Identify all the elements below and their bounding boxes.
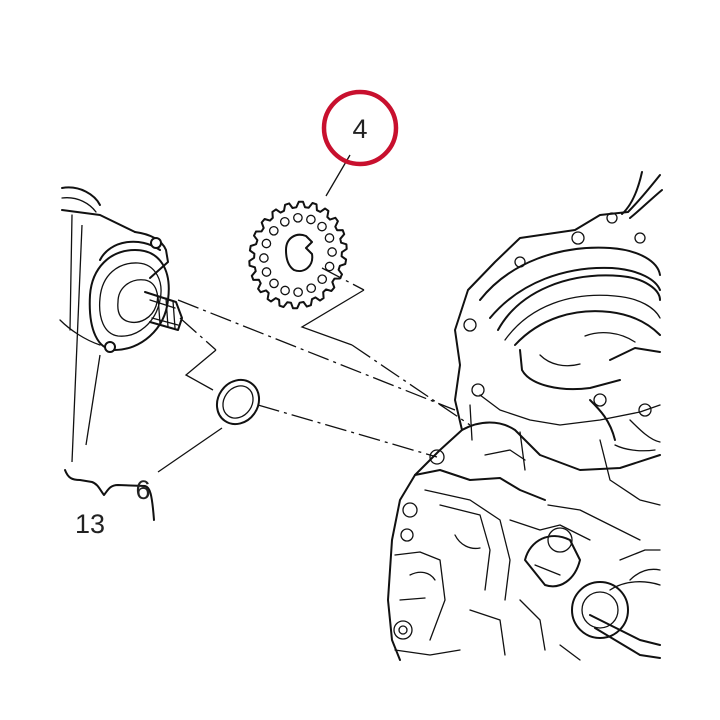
starter-motor [59,186,183,463]
callout-6: 6 [135,475,150,505]
assembly-centerlines [177,267,471,458]
sprocket-hole [324,233,335,243]
sprocket-hole [317,221,327,232]
sprocket-hole [293,212,303,223]
highlight-circle [321,89,399,167]
sprocket-hole [259,253,269,263]
sprocket-hole [269,278,279,289]
sprocket-hub [285,233,314,272]
sprocket-part [248,200,348,310]
sprocket-hole [306,283,317,294]
sprocket-hole [317,274,328,285]
sprocket-hole [293,287,303,298]
sprocket-hole [268,225,279,236]
sprocket-hole [279,216,290,227]
sprocket-hole [261,267,272,277]
sprocket-hole [327,247,337,257]
sprocket-hole [324,261,335,272]
callout-leaders [64,154,351,521]
callout-4: 4 [352,114,367,144]
o-ring-part [215,378,261,426]
sprocket-hole [261,238,272,249]
callout-labels: 4 6 13 [75,89,399,539]
callout-13: 13 [75,509,105,539]
sprocket-outline [248,200,348,310]
sprocket-hole [280,285,290,296]
sprocket-hole [306,214,316,225]
engine-block [387,171,663,661]
